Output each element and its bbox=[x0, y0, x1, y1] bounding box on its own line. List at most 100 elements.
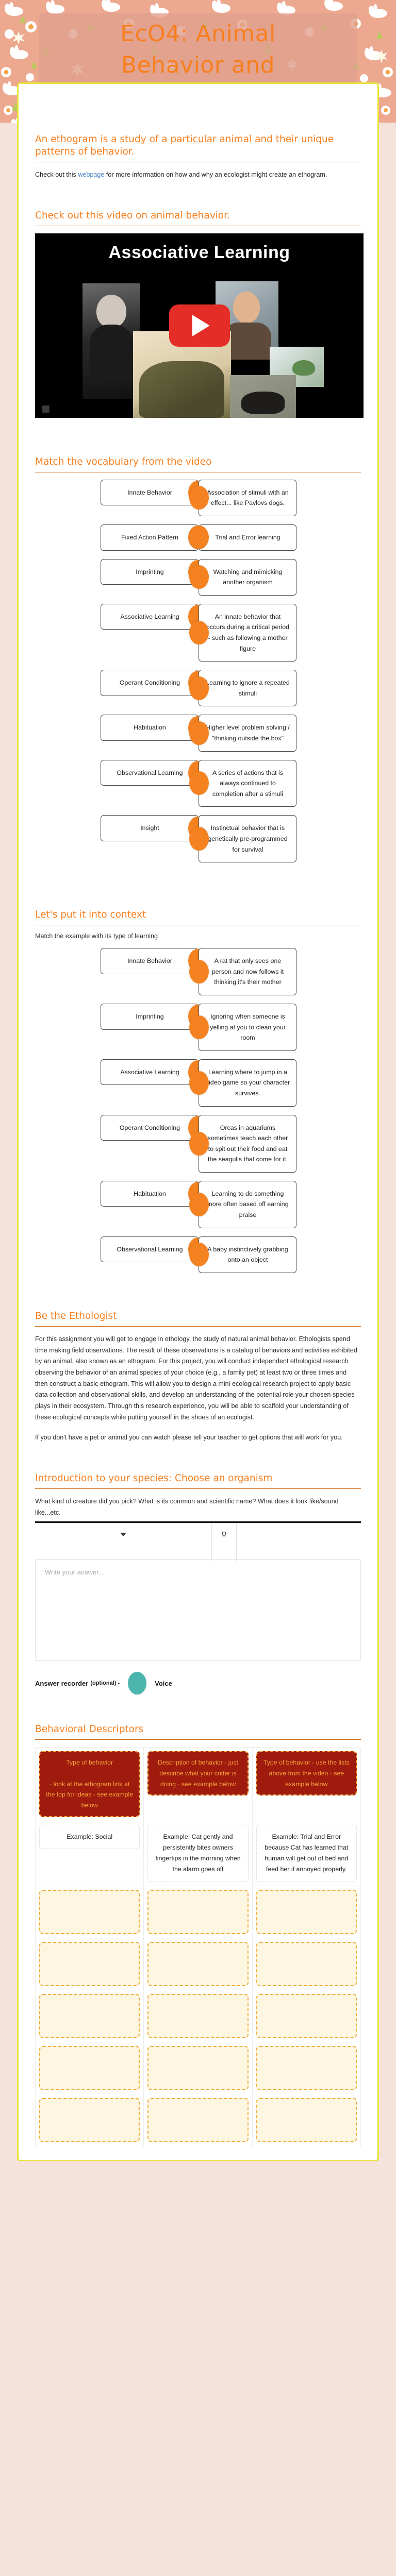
vocab-match-term-box[interactable]: Imprinting bbox=[101, 558, 208, 585]
vocab-match-definition-box[interactable]: Higher level problem solving / "thinking… bbox=[189, 715, 297, 752]
descriptors-blank-input[interactable] bbox=[39, 1993, 140, 2038]
descriptors-blank-row bbox=[35, 2041, 361, 2094]
vocab-match-definition-connector-dot[interactable] bbox=[189, 676, 209, 700]
vocab-match-definition-connector-dot[interactable] bbox=[189, 565, 209, 589]
descriptors-blank-input[interactable] bbox=[147, 2097, 249, 2142]
vocab-match-term-box[interactable]: Fixed Action Pattern bbox=[101, 524, 208, 551]
context-match-term-box[interactable]: Associative Learning bbox=[101, 1059, 208, 1086]
context-match-definition-connector-dot[interactable] bbox=[189, 1243, 209, 1267]
context-match-definition-box[interactable]: A rat that only sees one person and now … bbox=[189, 948, 297, 995]
vocab-match-term-label: Imprinting bbox=[136, 568, 164, 575]
vocab-match-definition-column: Instinctual behavior that is genetically… bbox=[189, 815, 361, 863]
context-match-definition-box[interactable]: Ignoring when someone is yelling at you … bbox=[189, 1003, 297, 1051]
vocab-match-term-column: Imprinting bbox=[35, 558, 208, 585]
vocab-match-definition-connector-dot[interactable] bbox=[189, 526, 209, 550]
vocab-match-definition-connector-dot[interactable] bbox=[189, 771, 209, 795]
vocab-match-definition-box[interactable]: Association of stimuli with an effect...… bbox=[189, 479, 297, 517]
context-match-term-box[interactable]: Imprinting bbox=[101, 1003, 208, 1030]
descriptors-blank-cell bbox=[252, 2041, 361, 2094]
descriptors-blank-input[interactable] bbox=[256, 2045, 357, 2090]
webpage-link[interactable]: webpage bbox=[78, 171, 105, 179]
ethologist-paragraph: For this assignment you will get to enga… bbox=[35, 1335, 357, 1421]
vocab-match-definition-column: Trial and Error learning bbox=[189, 524, 361, 551]
vocab-match-definition-column: Learning to ignore a repeated stimuli bbox=[189, 670, 361, 707]
ethologist-paragraph-2: If you don't have a pet or animal you ca… bbox=[35, 1434, 343, 1442]
context-match-definition-column: Orcas in aquariums sometimes teach each … bbox=[189, 1114, 361, 1173]
descriptors-header-cell: Description of behavior - just describe … bbox=[143, 1747, 253, 1821]
vocab-match-term-box[interactable]: Habituation bbox=[101, 715, 208, 741]
font-style-dropdown[interactable] bbox=[35, 1523, 212, 1562]
species-answer-block: Ω Write your answer... Answer recorder (… bbox=[35, 1521, 361, 1695]
vocab-match-definition-connector-dot[interactable] bbox=[189, 721, 209, 745]
context-match-definition-box[interactable]: A baby instinctively grabbing onto an ob… bbox=[189, 1236, 297, 1273]
vocab-match-term-column: Insight bbox=[35, 815, 208, 841]
descriptors-blank-input[interactable] bbox=[147, 1889, 249, 1934]
context-match-definition-box[interactable]: Orcas in aquariums sometimes teach each … bbox=[189, 1114, 297, 1173]
pavlov-portrait-image bbox=[82, 283, 140, 399]
species-divider bbox=[35, 1488, 361, 1489]
descriptors-blank-input[interactable] bbox=[39, 1889, 140, 1934]
context-match-definition-connector-dot[interactable] bbox=[189, 1192, 209, 1216]
record-audio-button[interactable] bbox=[128, 1672, 147, 1695]
context-match-definition-connector-dot[interactable] bbox=[189, 960, 209, 984]
descriptors-blank-input[interactable] bbox=[147, 1941, 249, 1986]
context-match-term-column: Innate Behavior bbox=[35, 948, 208, 974]
descriptors-example-text: Example: Social bbox=[39, 1824, 140, 1849]
youtube-play-icon[interactable] bbox=[169, 304, 230, 347]
descriptors-blank-input[interactable] bbox=[39, 2045, 140, 2090]
context-match-definition-box[interactable]: Learning to do something more often base… bbox=[189, 1180, 297, 1228]
context-match-term-box[interactable]: Habituation bbox=[101, 1180, 208, 1207]
context-match-definition-connector-dot[interactable] bbox=[189, 1015, 209, 1039]
context-match-term-column: Operant Conditioning bbox=[35, 1114, 208, 1141]
vocab-match-definition-box[interactable]: Instinctual behavior that is genetically… bbox=[189, 815, 297, 863]
descriptors-blank-input[interactable] bbox=[39, 2097, 140, 2142]
special-character-button[interactable]: Ω bbox=[212, 1523, 237, 1562]
lesson-card: An ethogram is a study of a particular a… bbox=[17, 82, 379, 2161]
vocab-match-definition-label: A series of actions that is always conti… bbox=[212, 769, 284, 798]
descriptors-blank-input[interactable] bbox=[256, 1941, 357, 1986]
context-match-term-box[interactable]: Innate Behavior bbox=[101, 948, 208, 974]
vocab-match-definition-box[interactable]: Learning to ignore a repeated stimuli bbox=[189, 670, 297, 707]
vocab-match-definition-connector-dot[interactable] bbox=[189, 621, 209, 645]
descriptors-blank-input[interactable] bbox=[256, 1993, 357, 2038]
vocab-match-term-box[interactable]: Innate Behavior bbox=[101, 479, 208, 506]
vocab-match-definition-box[interactable]: An innate behavior that occurs during a … bbox=[189, 603, 297, 662]
descriptors-blank-input[interactable] bbox=[256, 2097, 357, 2142]
vocab-match-definition-connector-dot[interactable] bbox=[189, 827, 209, 851]
context-match-definition-label: Learning where to jump in a video game s… bbox=[205, 1068, 290, 1097]
vocab-match-term-box[interactable]: Observational Learning bbox=[101, 759, 208, 786]
species-prompt: What kind of creature did you pick? What… bbox=[35, 1497, 339, 1516]
descriptors-header-cell: Type of behavior - use the lists above f… bbox=[252, 1747, 361, 1821]
vocab-match-definition-label: Association of stimuli with an effect...… bbox=[207, 488, 289, 507]
context-match-term-box[interactable]: Observational Learning bbox=[101, 1236, 208, 1263]
context-match-definition-connector-dot[interactable] bbox=[189, 1071, 209, 1095]
species-answer-input[interactable]: Write your answer... bbox=[35, 1560, 361, 1661]
intro-text-after: for more information on how and why an e… bbox=[104, 171, 327, 179]
context-match-term-label: Observational Learning bbox=[117, 1245, 183, 1253]
context-match-definition-box[interactable]: Learning where to jump in a video game s… bbox=[189, 1059, 297, 1107]
vocab-match-term-box[interactable]: Associative Learning bbox=[101, 603, 208, 630]
descriptors-blank-input[interactable] bbox=[256, 1889, 357, 1934]
context-match-term-label: Operant Conditioning bbox=[119, 1124, 180, 1131]
vocab-match-definition-box[interactable]: A series of actions that is always conti… bbox=[189, 759, 297, 807]
vocab-match-term-box[interactable]: Operant Conditioning bbox=[101, 670, 208, 696]
vocab-match-term-box[interactable]: Insight bbox=[101, 815, 208, 841]
answer-recorder-optional: (optional) - bbox=[90, 1680, 120, 1687]
page-title-line-1: EcO4: Animal bbox=[120, 21, 276, 47]
vocab-match-definition-box[interactable]: Watching and mimicking another organism bbox=[189, 558, 297, 596]
descriptors-blank-input[interactable] bbox=[147, 2045, 249, 2090]
context-match-term-box[interactable]: Operant Conditioning bbox=[101, 1114, 208, 1141]
context-match-definition-connector-dot[interactable] bbox=[189, 1131, 209, 1156]
vocab-match-definition-connector-dot[interactable] bbox=[189, 486, 209, 510]
vocab-match-definition-box[interactable]: Trial and Error learning bbox=[189, 524, 297, 551]
descriptors-blank-input[interactable] bbox=[39, 1941, 140, 1986]
play-triangle-icon bbox=[192, 314, 210, 336]
descriptors-blank-cell bbox=[143, 1989, 253, 2042]
descriptors-blank-input[interactable] bbox=[147, 1993, 249, 2038]
toolbar-spacer bbox=[237, 1523, 361, 1561]
video-player[interactable]: Associative Learning bbox=[35, 233, 364, 418]
